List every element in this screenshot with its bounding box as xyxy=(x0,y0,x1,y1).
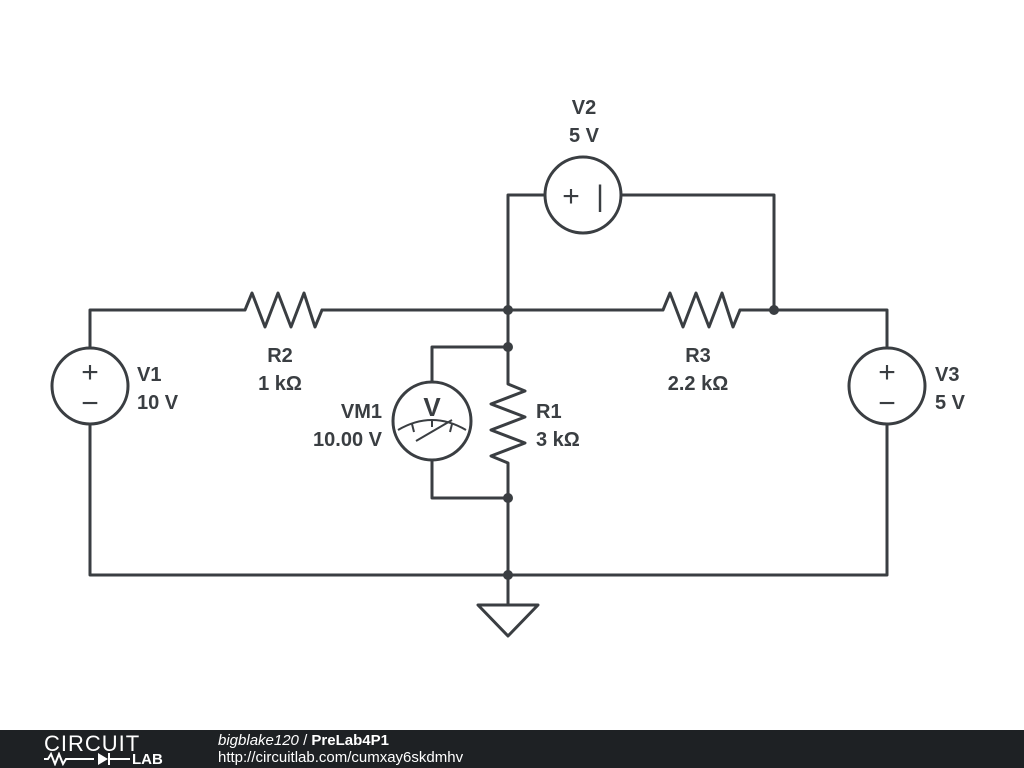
r2-value-label: 1 kΩ xyxy=(258,373,302,395)
wire-r3-to-v3 xyxy=(738,308,889,350)
footer-title-line: bigblake120 / PreLab4P1 xyxy=(218,732,463,749)
logo-text-top: CIRCUIT xyxy=(44,731,141,756)
minus-symbol: | xyxy=(596,180,604,213)
logo-text-bottom: LAB xyxy=(132,751,163,768)
voltage-source-v2[interactable]: + | xyxy=(543,155,623,235)
wire-vm1-top xyxy=(430,345,510,384)
junction-nodes xyxy=(503,305,779,580)
minus-symbol: − xyxy=(878,387,896,420)
voltmeter-vm1[interactable]: V xyxy=(391,380,473,462)
junction-node xyxy=(503,305,513,315)
v1-value-label: 10 V xyxy=(137,392,179,414)
voltage-source-v1[interactable]: + − xyxy=(50,346,130,426)
minus-symbol: − xyxy=(81,387,99,420)
title-separator: / xyxy=(298,732,312,749)
r3-value-label: 2.2 kΩ xyxy=(668,373,729,395)
wire-bottom-rail xyxy=(88,422,889,577)
v1-name-label: V1 xyxy=(137,364,161,386)
junction-node xyxy=(503,493,513,503)
logo-diode-icon xyxy=(44,752,130,766)
resistor-r2[interactable] xyxy=(236,291,324,329)
v3-name-label: V3 xyxy=(935,364,959,386)
vm1-name-label: VM1 xyxy=(341,401,382,423)
v2-value-label: 5 V xyxy=(569,125,600,147)
circuit-title[interactable]: PreLab4P1 xyxy=(311,732,389,749)
plus-symbol: + xyxy=(562,180,580,213)
wire-v2-left xyxy=(506,193,547,312)
v2-name-label: V2 xyxy=(572,97,596,119)
v3-value-label: 5 V xyxy=(935,392,966,414)
junction-node xyxy=(503,570,513,580)
wires xyxy=(88,193,889,607)
circuit-url[interactable]: http://circuitlab.com/cumxay6skdmhv xyxy=(218,749,464,766)
wire-vm1-bottom xyxy=(430,458,510,500)
r2-name-label: R2 xyxy=(267,345,293,367)
plus-symbol: + xyxy=(878,356,896,389)
ground-symbol[interactable] xyxy=(476,603,540,638)
resistor-r3[interactable] xyxy=(654,291,742,329)
voltmeter-symbol: V xyxy=(423,392,441,422)
wire-v2-right xyxy=(620,193,776,312)
resistor-r1[interactable] xyxy=(489,375,527,467)
meter-needle xyxy=(415,419,453,442)
voltage-source-v3[interactable]: + − xyxy=(847,346,927,426)
junction-node xyxy=(503,342,513,352)
author-link[interactable]: bigblake120 xyxy=(218,732,299,749)
circuit-schematic: + − + − + | V V1 10 V V2 5 V V3 5 V R2 xyxy=(50,97,966,638)
r1-value-label: 3 kΩ xyxy=(536,429,580,451)
circuitlab-logo[interactable]: CIRCUIT LAB xyxy=(44,730,184,768)
vm1-value-label: 10.00 V xyxy=(313,429,383,451)
plus-symbol: + xyxy=(81,356,99,389)
footer-info: bigblake120 / PreLab4P1 http://circuitla… xyxy=(218,732,463,766)
r1-name-label: R1 xyxy=(536,401,562,423)
junction-node xyxy=(769,305,779,315)
wire-v1-left xyxy=(88,308,240,350)
r3-name-label: R3 xyxy=(685,345,711,367)
footer-bar: CIRCUIT LAB bigblake120 / PreLab4P1 http… xyxy=(0,730,1024,768)
